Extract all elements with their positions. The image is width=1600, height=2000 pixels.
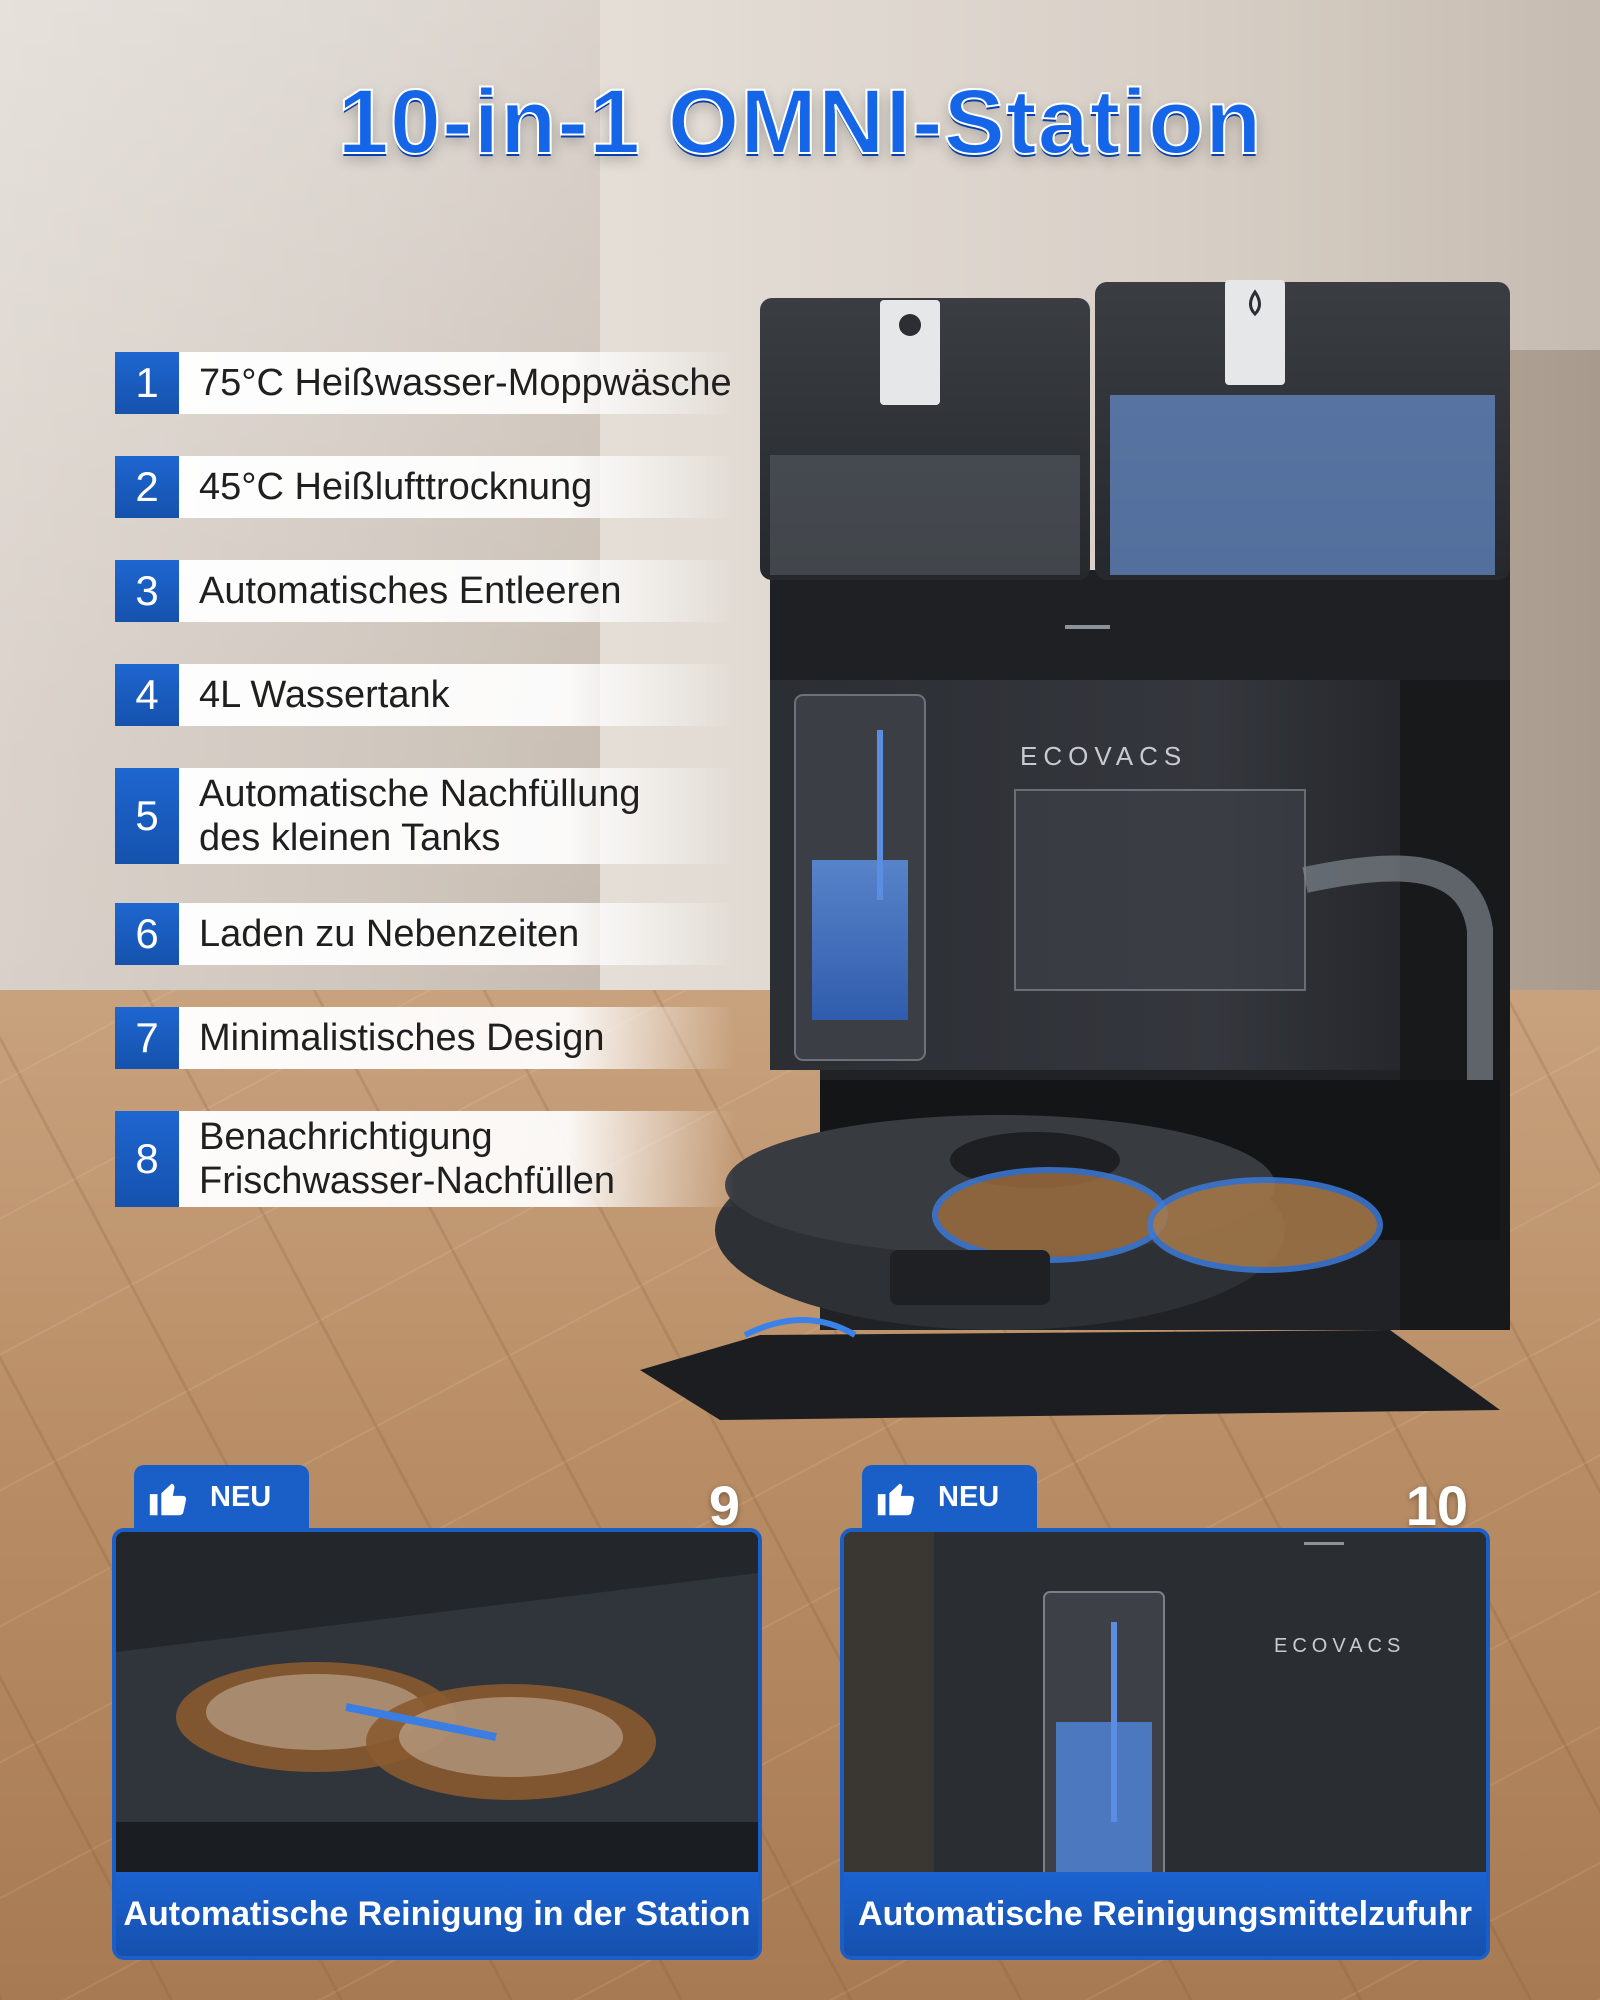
feature-label: 45°C Heißlufttrocknung: [179, 456, 735, 518]
feature-number: 7: [115, 1007, 179, 1069]
feature-item: 1 75°C Heißwasser-Moppwäsche: [115, 352, 735, 414]
led-indicator: [1065, 625, 1110, 629]
feature-card-9: NEU 9 Automatische Reinigung in der Stat…: [112, 1465, 762, 1960]
feature-item: 6 Laden zu Nebenzeiten: [115, 903, 735, 965]
card-caption: Automatische Reinigung in der Station: [116, 1872, 758, 1956]
feature-label: Automatisches Entleeren: [179, 560, 735, 622]
feature-number: 1: [115, 352, 179, 414]
feature-item: 3 Automatisches Entleeren: [115, 560, 735, 622]
feature-number: 2: [115, 456, 179, 518]
feature-label: 75°C Heißwasser-Moppwäsche: [179, 352, 735, 414]
feature-number: 6: [115, 903, 179, 965]
mop-pad-right: [1147, 1177, 1383, 1273]
mop-pad-left: [932, 1167, 1168, 1263]
card-number: 9: [708, 1474, 740, 1537]
feature-label: Minimalistisches Design: [179, 1007, 735, 1069]
page-title: 10-in-1 OMNI-Station: [337, 70, 1263, 174]
mop-washing-illustration: [116, 1532, 758, 1956]
card-image-frame: Automatische Reinigung in der Station: [112, 1528, 762, 1960]
feature-label: 4L Wassertank: [179, 664, 735, 726]
dirty-tank-handle: [880, 300, 940, 405]
feature-item: 2 45°C Heißlufttrocknung: [115, 456, 735, 518]
card-number: 10: [1405, 1474, 1468, 1537]
feature-item: 7 Minimalistisches Design: [115, 1007, 735, 1069]
card-caption: Automatische Reinigungsmittelzufuhr: [844, 1872, 1486, 1956]
clean-tank-handle: [1225, 280, 1285, 385]
card-image-frame: ECOVACS Automatische Reinigungsmittelzuf…: [840, 1528, 1490, 1960]
feature-number: 3: [115, 560, 179, 622]
omni-station-illustration: ECOVACS: [640, 280, 1510, 1420]
brand-logo: ECOVACS: [1020, 741, 1187, 771]
feature-number: 4: [115, 664, 179, 726]
thumbs-up-icon: [149, 1483, 187, 1515]
feature-card-10: NEU 10 ECOVACS Automatische Reinigungsmi…: [840, 1465, 1490, 1960]
new-badge: NEU: [862, 1465, 1037, 1530]
feature-number: 8: [115, 1111, 179, 1207]
feature-label: Laden zu Nebenzeiten: [179, 903, 735, 965]
feature-item: 4 4L Wassertank: [115, 664, 735, 726]
thumbs-up-icon: [877, 1483, 915, 1515]
new-badge: NEU: [134, 1465, 309, 1530]
feature-number: 5: [115, 768, 179, 864]
brand-logo: ECOVACS: [1274, 1635, 1405, 1657]
